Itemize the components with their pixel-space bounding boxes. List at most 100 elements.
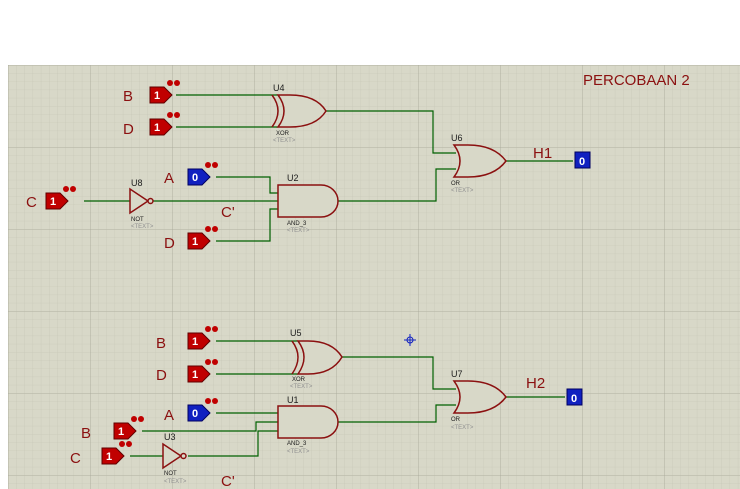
probe-toggle-dot-icon[interactable]: [131, 416, 137, 422]
gate-type-u1: AND_3: [287, 441, 307, 447]
logic-input-probe[interactable]: 0: [187, 162, 218, 186]
gate-u4-xor[interactable]: [271, 94, 327, 128]
logic-input-value: 1: [50, 196, 56, 208]
logic-input-body: [187, 332, 211, 350]
gate-text-u4: <TEXT>: [273, 138, 296, 144]
probe-toggle-dot-icon[interactable]: [212, 398, 218, 404]
gate-id-u6: U6: [451, 133, 463, 143]
logic-input-value: 1: [154, 90, 160, 102]
probe-toggle-dot-icon[interactable]: [119, 441, 125, 447]
gates: [129, 94, 507, 470]
output-value-h1: 0: [579, 156, 585, 168]
sheet-title: PERCOBAAN 2: [583, 72, 690, 89]
gate-text-u5: <TEXT>: [290, 384, 313, 390]
logic-input-probe[interactable]: 1: [149, 112, 180, 136]
logic-input-body: [187, 232, 211, 250]
output-probe-h2: [566, 388, 583, 406]
probe-toggle-dot-icon[interactable]: [167, 112, 173, 118]
net-labels: C' C': [221, 204, 235, 489]
gate-id-u7: U7: [451, 369, 463, 379]
logic-input-probe[interactable]: 1: [45, 186, 76, 210]
logic-input-body: [113, 422, 137, 440]
probe-toggle-dot-icon[interactable]: [212, 359, 218, 365]
output-h1[interactable]: 0 H1: [533, 145, 591, 169]
input-label-d-mid: D: [164, 235, 175, 252]
gate-u6-or[interactable]: [452, 144, 507, 178]
gate-u5-xor[interactable]: [291, 340, 343, 375]
logic-input-value: 1: [192, 236, 198, 248]
gate-u1-and3[interactable]: [277, 405, 339, 439]
input-label-d-top: D: [123, 121, 134, 138]
schematic-sheet[interactable]: PERCOBAAN 2: [8, 65, 740, 489]
probe-toggle-dot-icon[interactable]: [212, 226, 218, 232]
input-label-b-lower: B: [81, 425, 91, 442]
logic-input-probe[interactable]: 1: [187, 359, 218, 383]
probe-toggle-dot-icon[interactable]: [205, 326, 211, 332]
input-label-c-top: C: [26, 194, 37, 211]
logic-input-probe[interactable]: 0: [187, 398, 218, 422]
input-labels: B D C A D B D A B C: [26, 88, 175, 467]
logic-input-body: [101, 447, 125, 465]
logic-input-body: [45, 192, 69, 210]
probe-toggle-dot-icon[interactable]: [212, 162, 218, 168]
probe-toggle-dot-icon[interactable]: [63, 186, 69, 192]
gate-u2-and3[interactable]: [277, 184, 339, 218]
logic-input-value: 1: [154, 122, 160, 134]
logic-input-value: 0: [192, 408, 198, 420]
output-label-h2: H2: [526, 375, 545, 392]
grid-lines: [8, 65, 740, 489]
output-label-h1: H1: [533, 145, 552, 162]
gate-u3-not[interactable]: [162, 442, 187, 470]
logic-input-body: [187, 404, 211, 422]
probe-toggle-dot-icon[interactable]: [205, 226, 211, 232]
input-label-a-bottom: A: [164, 407, 174, 424]
gate-u8-not[interactable]: [129, 187, 154, 215]
output-h2[interactable]: 0 H2: [526, 375, 583, 406]
gate-id-u4: U4: [273, 83, 285, 93]
logic-input-value: 1: [192, 369, 198, 381]
gate-u7-or[interactable]: [452, 380, 507, 414]
logic-input-body: [149, 118, 173, 136]
gate-type-u6: OR: [451, 181, 461, 187]
logic-input-body: [149, 86, 173, 104]
gate-id-u2: U2: [287, 173, 299, 183]
probe-toggle-dot-icon[interactable]: [205, 398, 211, 404]
logic-input-probe[interactable]: 1: [113, 416, 144, 440]
gate-id-u8: U8: [131, 178, 143, 188]
gate-type-u8: NOT: [131, 217, 144, 223]
probe-toggle-dot-icon[interactable]: [205, 162, 211, 168]
gate-type-u3: NOT: [164, 471, 177, 477]
gate-id-u5: U5: [290, 328, 302, 338]
logic-input-body: [187, 365, 211, 383]
probe-toggle-dot-icon[interactable]: [70, 186, 76, 192]
logic-input-probe[interactable]: 1: [187, 226, 218, 250]
wires: [84, 94, 573, 457]
probe-toggle-dot-icon[interactable]: [167, 80, 173, 86]
gate-type-u7: OR: [451, 417, 461, 423]
logic-input-probe[interactable]: 1: [101, 441, 132, 465]
logic-input-probe[interactable]: 1: [149, 80, 180, 104]
logic-input-probe[interactable]: 1: [187, 326, 218, 350]
probe-toggle-dot-icon[interactable]: [174, 112, 180, 118]
output-value-h2: 0: [571, 393, 577, 405]
gate-text-u7: <TEXT>: [451, 425, 474, 431]
probe-toggle-dot-icon[interactable]: [212, 326, 218, 332]
logic-input-body: [187, 168, 211, 186]
gate-text-u1: <TEXT>: [287, 449, 310, 455]
gate-type-u2: AND_3: [287, 221, 307, 227]
input-label-c-bottom: C: [70, 450, 81, 467]
input-label-a-top: A: [164, 170, 174, 187]
probe-toggle-dot-icon[interactable]: [174, 80, 180, 86]
gate-text-u6: <TEXT>: [451, 188, 474, 194]
probe-toggle-dot-icon[interactable]: [205, 359, 211, 365]
logic-input-value: 1: [192, 336, 198, 348]
gate-id-u1: U1: [287, 395, 299, 405]
gate-text-u8: <TEXT>: [131, 224, 154, 230]
logic-input-value: 0: [192, 172, 198, 184]
input-label-b-top: B: [123, 88, 133, 105]
net-label-c-not-top: C': [221, 204, 235, 221]
probe-toggle-dot-icon[interactable]: [138, 416, 144, 422]
probe-toggle-dot-icon[interactable]: [126, 441, 132, 447]
gate-id-u3: U3: [164, 432, 176, 442]
